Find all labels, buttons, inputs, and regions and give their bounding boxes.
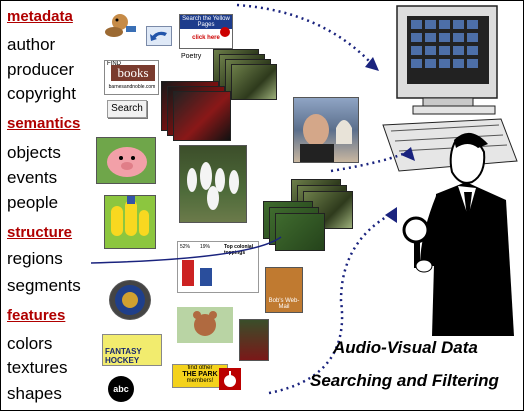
arrow-middle-head (401, 147, 415, 161)
item-producer: producer (7, 60, 75, 79)
video-stack-sports (161, 81, 241, 151)
baseball-team-photo (179, 145, 247, 223)
bear-photo (177, 307, 233, 343)
find-other-label: find other (187, 365, 213, 371)
item-colors: colors (7, 334, 53, 353)
the-park-label: THE PARK (182, 371, 218, 378)
category-metadata: metadata (7, 8, 73, 25)
abc-logo: abc (108, 376, 134, 402)
yellow-pages-thumbnail: Search the Yellow Pages click here (179, 14, 233, 49)
bookseller-thumbnail: FIND books barnesandnoble.com (104, 60, 159, 95)
mission-patch-icon (109, 280, 151, 320)
web-mail-thumbnail: Bob's Web-Mail (265, 267, 303, 313)
man-with-magnifier-illustration (396, 126, 521, 336)
item-people: people (7, 193, 59, 212)
books-label: books (111, 65, 155, 81)
caption-line-2: Searching and Filtering (310, 371, 499, 390)
category-structure: structure (7, 224, 73, 241)
cartoon-dog-thumbnail (104, 10, 138, 40)
item-events: events (7, 168, 58, 187)
item-author: author (7, 35, 56, 54)
find-label: FIND (107, 61, 121, 67)
arrow-middle (330, 149, 410, 173)
arrow-bottom-head (385, 207, 397, 223)
click-here-label: click here (192, 35, 220, 41)
arrow-line-middle (90, 236, 282, 264)
muppet-thumbnail (96, 137, 156, 184)
computer-monitor (393, 2, 503, 117)
poll-pct-a: 52% (180, 244, 191, 250)
item-segments: segments (7, 276, 81, 295)
category-semantics: semantics (7, 115, 81, 132)
video-stack-top (213, 49, 283, 104)
books-sub-label: barnesandnoble.com (108, 84, 156, 90)
athlete-photo (239, 319, 269, 361)
the-park-sub-label: members! (186, 378, 214, 384)
yellow-pages-label: Search the Yellow Pages (180, 15, 232, 29)
red-logo-icon (220, 27, 230, 37)
arrow-bottom (268, 211, 394, 395)
the-park-thumbnail: find other THE PARK members! (172, 364, 228, 388)
video-stack-soccer (263, 179, 353, 251)
item-regions: regions (7, 249, 63, 268)
poll-bar-b (200, 268, 212, 286)
poll-title: Top colonial toppings (224, 244, 254, 256)
web-mail-label: Bob's Web-Mail (268, 298, 300, 310)
fantasy-hockey-thumbnail: FANTASY HOCKEY (102, 334, 162, 366)
back-arrow-icon (146, 26, 172, 46)
item-textures: textures (7, 358, 68, 377)
poll-bar-a (182, 260, 194, 286)
category-features: features (7, 307, 66, 324)
arrow-top-head (365, 57, 379, 71)
politician-photo (293, 97, 359, 163)
item-copyright: copyright (7, 84, 76, 103)
poll-pct-b: 19% (200, 244, 211, 250)
search-button[interactable]: Search (107, 100, 147, 118)
cartoon-family-thumbnail (104, 195, 156, 249)
fantasy-hockey-label: FANTASY HOCKEY (105, 347, 142, 365)
poetry-label: Poetry (181, 53, 202, 60)
item-shapes: shapes (7, 384, 62, 403)
apple-logo-icon (219, 368, 241, 390)
caption-line-1: Audio-Visual Data (333, 338, 478, 357)
arrow-top (236, 3, 372, 64)
item-objects: objects (7, 143, 61, 162)
